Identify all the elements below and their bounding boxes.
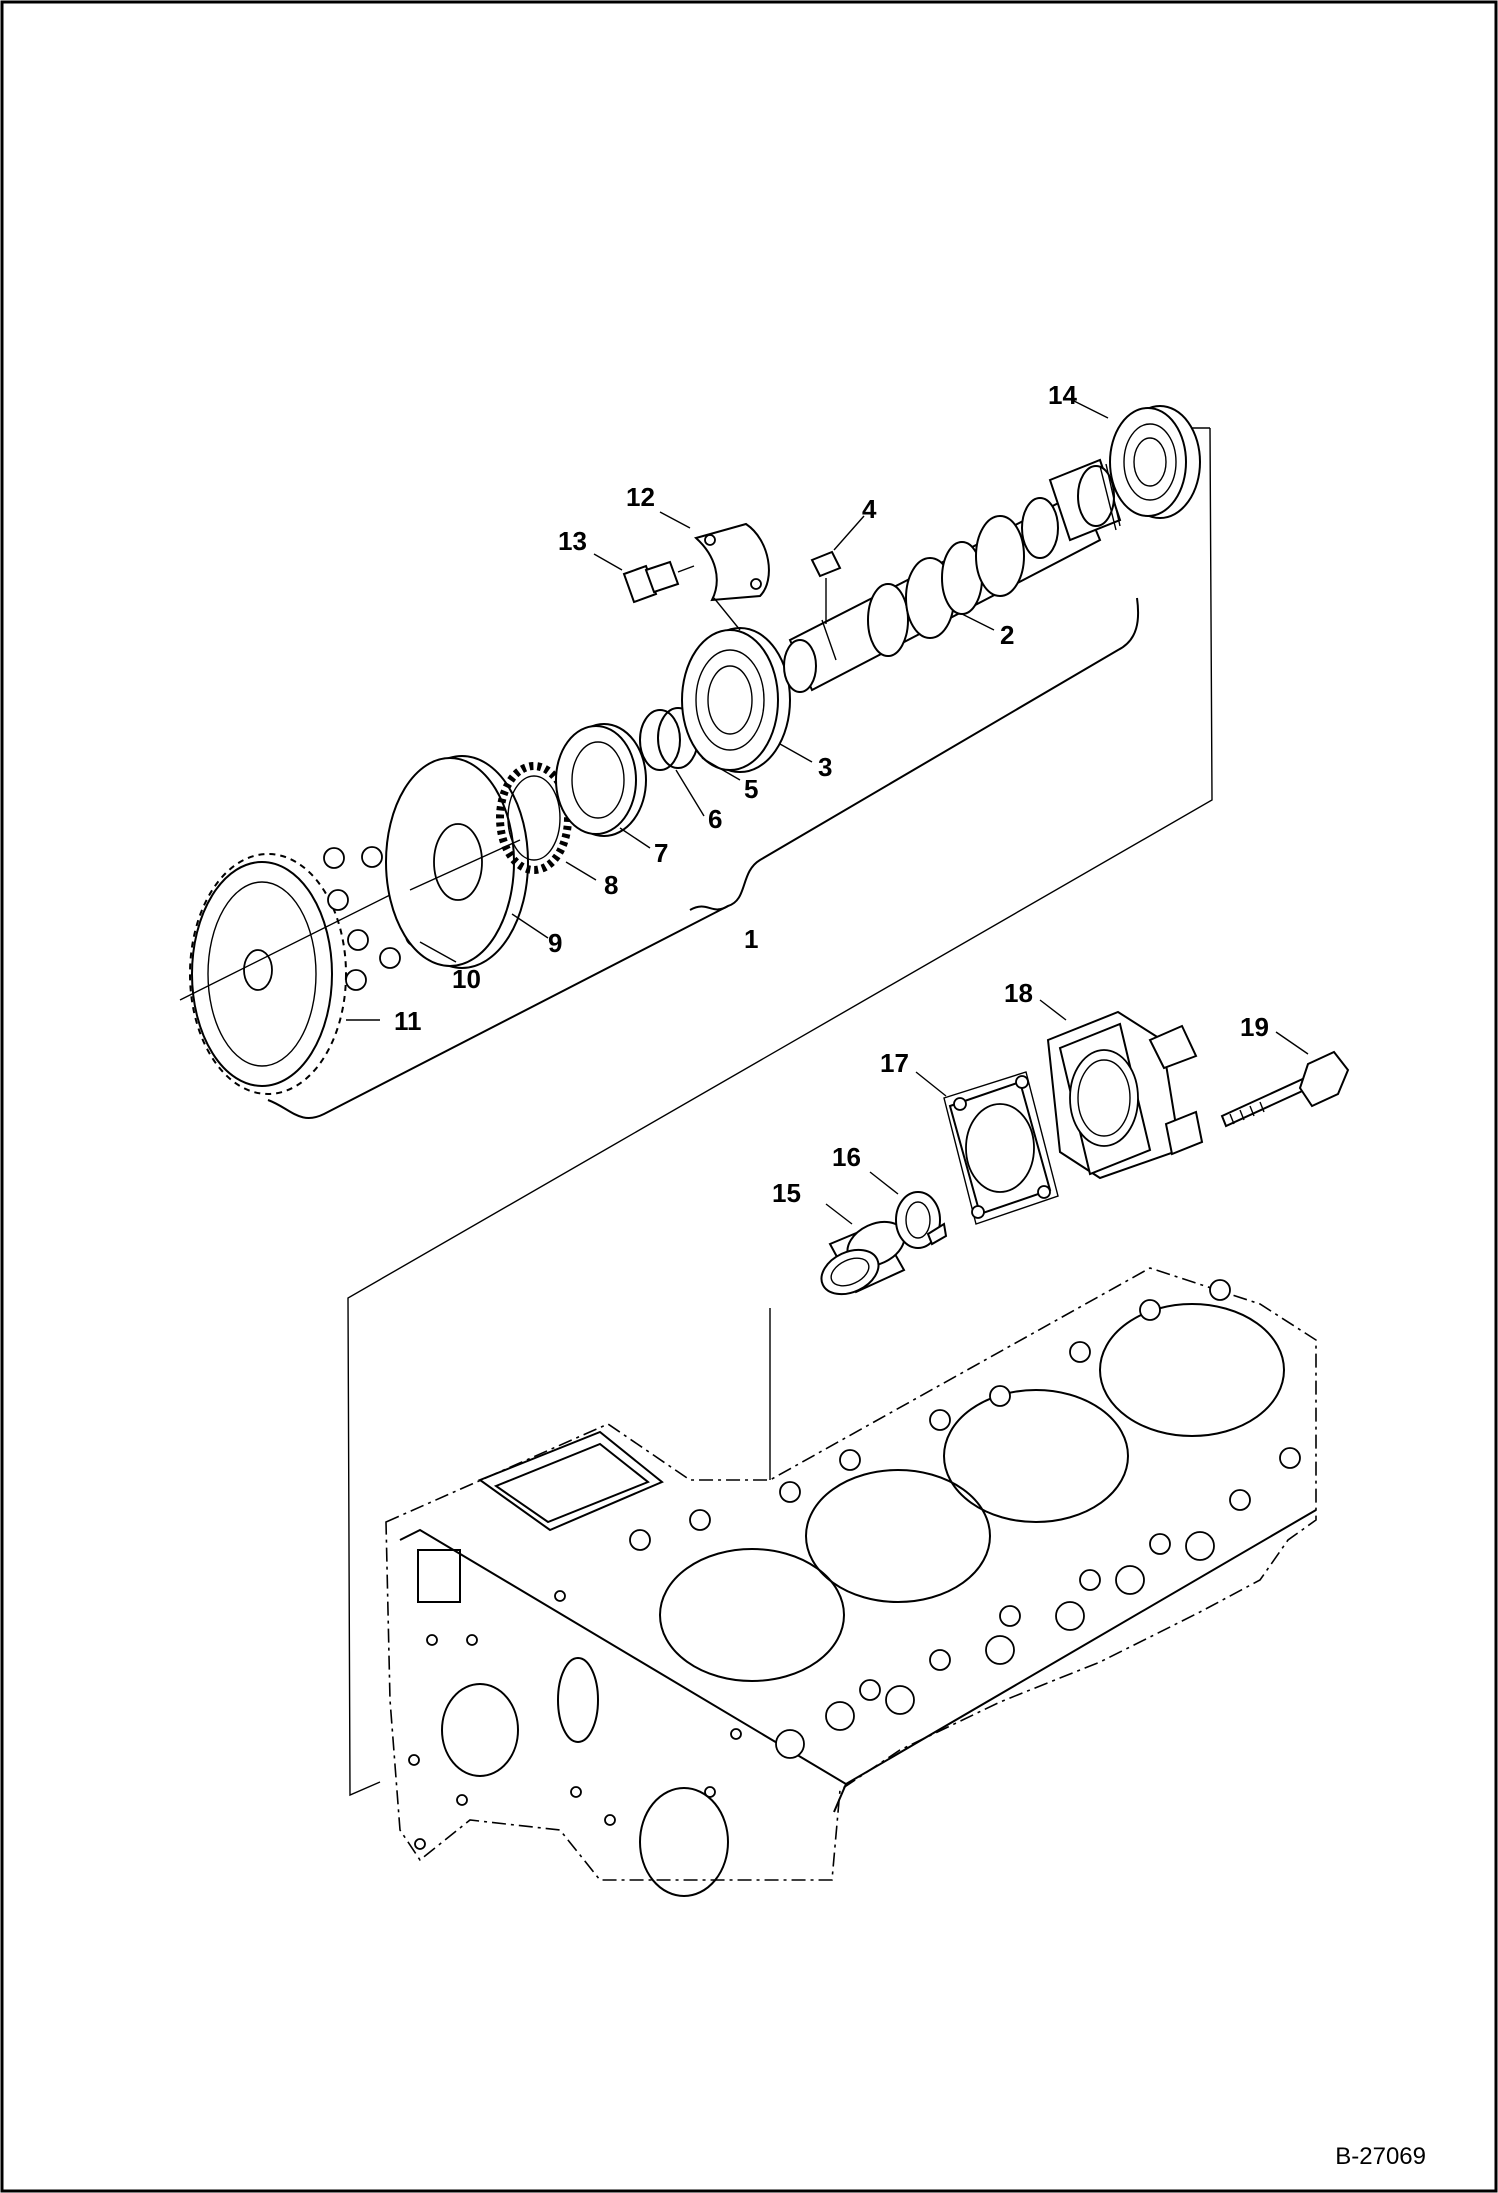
gasket [943, 1071, 1059, 1225]
callout-1: 1 [744, 924, 758, 954]
housing [1046, 1010, 1204, 1180]
block-side-details [408, 1590, 742, 1850]
front-cover-openings [417, 1430, 729, 1897]
callout-12: 12 [626, 482, 655, 512]
long-bolt [1220, 1050, 1350, 1128]
leader-lines [346, 399, 1309, 1225]
bracket-plate [693, 522, 770, 631]
callout-9: 9 [548, 928, 562, 958]
callout-8: 8 [604, 870, 618, 900]
callout-7: 7 [654, 838, 668, 868]
callout-16: 16 [832, 1142, 861, 1172]
head-bolt-holes [629, 1279, 1301, 1759]
callout-17: 17 [880, 1048, 909, 1078]
bolt-small [622, 560, 695, 604]
callout-13: 13 [558, 526, 587, 556]
flange-plate [385, 755, 529, 969]
callout-4: 4 [862, 494, 877, 524]
key [810, 550, 842, 624]
callout-2: 2 [1000, 620, 1014, 650]
figure-reference: B-27069 [1335, 2143, 1426, 2170]
gear [179, 853, 421, 1095]
callout-14: 14 [1048, 380, 1077, 410]
bearing-rear [1109, 405, 1201, 519]
sleeve-cup [555, 723, 647, 837]
callout-11: 11 [394, 1006, 422, 1036]
callout-3: 3 [818, 752, 832, 782]
bushing [820, 1220, 906, 1296]
callout-5: 5 [744, 774, 758, 804]
callout-15: 15 [772, 1178, 801, 1208]
engine-block [385, 1267, 1317, 1897]
callout-labels: 1 2 3 4 5 6 7 8 9 10 11 12 13 14 15 16 1… [394, 380, 1269, 1208]
thrust-washer [895, 1191, 948, 1249]
bearing-front [681, 627, 791, 773]
camshaft [783, 458, 1122, 693]
callout-18: 18 [1004, 978, 1033, 1008]
callout-6: 6 [708, 804, 722, 834]
callout-10: 10 [452, 964, 481, 994]
cylinder-bores [659, 1303, 1285, 1682]
assembly-bracket [267, 597, 1140, 1119]
callout-19: 19 [1240, 1012, 1269, 1042]
